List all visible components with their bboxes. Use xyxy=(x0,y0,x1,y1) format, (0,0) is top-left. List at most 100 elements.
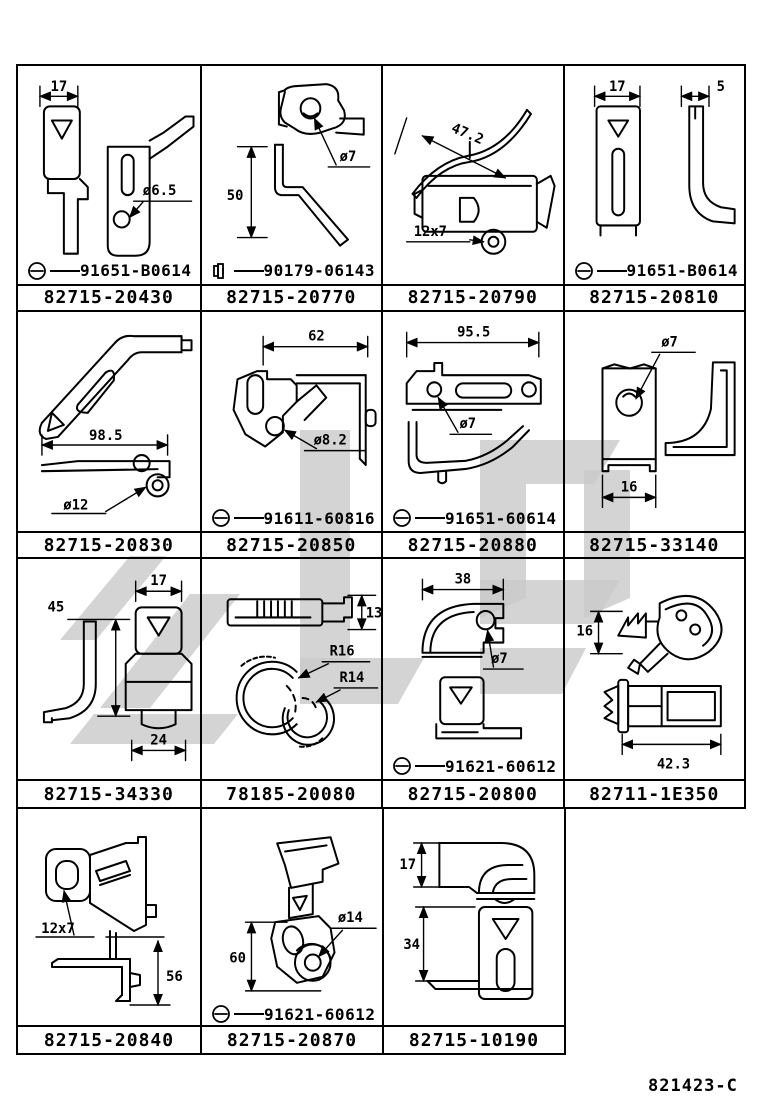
dimension-label: ø14 xyxy=(338,910,363,926)
part-number[interactable]: 82715-20430 xyxy=(43,287,174,309)
catalog-cell[interactable]: 13 R16 R14 xyxy=(199,559,381,779)
dimension-label: ø12 xyxy=(63,497,88,513)
catalog-cell[interactable]: 17 5 91651-B0614 xyxy=(562,66,745,284)
dimension-label: 45 xyxy=(47,600,64,616)
leader-line xyxy=(415,765,445,767)
dimension-label: R16 xyxy=(329,644,354,660)
catalog-grid-bottom: 12x7 56 xyxy=(16,809,566,1055)
catalog-cell[interactable]: 62 ø8.2 91611-60816 xyxy=(199,311,382,532)
bolt-head-icon xyxy=(28,261,46,280)
bolt-head-icon xyxy=(393,509,411,528)
catalog-cell[interactable]: 12x7 56 xyxy=(18,809,200,1027)
dimension-label: ø7 xyxy=(491,651,508,667)
part-drawing: 50 ø7 xyxy=(226,83,370,247)
catalog-cell[interactable]: 17 34 xyxy=(382,809,564,1027)
page-code: 821423-C xyxy=(648,1076,738,1096)
bolt-head-icon xyxy=(393,757,411,775)
fastener-callout: 90179-06143 xyxy=(202,258,382,284)
catalog-cell[interactable]: 47.2 12x7 xyxy=(381,66,563,284)
fastener-callout: 91651-B0614 xyxy=(18,258,200,284)
part-number[interactable]: 82715-33140 xyxy=(562,533,745,558)
fastener-number: 91611-60816 xyxy=(263,508,375,528)
dimension-label: ø7 xyxy=(339,149,356,165)
part-number[interactable]: 82715-10190 xyxy=(382,1027,564,1053)
leader-line xyxy=(596,269,627,272)
catalog-cell[interactable]: 50 ø7 90179-06143 xyxy=(199,66,382,284)
dimension-label: 34 xyxy=(403,937,420,953)
catalog-cell[interactable]: 45 17 24 xyxy=(18,559,200,779)
part-drawing: 13 R16 R14 xyxy=(226,594,381,749)
catalog-cell[interactable]: 17 ø6.5 91651-B0614 xyxy=(18,66,200,284)
dimension-label: 98.5 xyxy=(89,428,123,444)
part-number-row: 82715-20430 82715-20770 82715-20790 8271… xyxy=(18,283,745,312)
fastener-callout: 91651-60614 xyxy=(383,505,563,531)
part-drawing: 62 ø8.2 xyxy=(232,328,377,466)
watermark-logo xyxy=(60,430,630,744)
dimension-label: 24 xyxy=(150,733,167,749)
part-number[interactable]: 82715-20880 xyxy=(381,533,563,558)
part-drawing: 95.5 ø7 xyxy=(405,324,542,484)
leader-line xyxy=(50,269,80,272)
dimension-label: 16 xyxy=(620,479,637,495)
part-drawing: 47.2 12x7 xyxy=(394,108,556,255)
catalog-cell[interactable]: 38 ø7 91621-60612 xyxy=(381,559,563,779)
part-number[interactable]: 82715-20850 xyxy=(199,533,382,558)
bolt-head-icon xyxy=(211,509,230,528)
part-number-row: 82715-20830 82715-20850 82715-20880 8271… xyxy=(18,531,745,560)
dimension-label: 60 xyxy=(229,950,246,966)
dimension-label: 47.2 xyxy=(449,120,486,148)
drawing-row-4: 12x7 56 xyxy=(18,809,564,1027)
part-drawing: 17 ø6.5 xyxy=(38,79,195,257)
dimension-label: 17 xyxy=(50,79,67,95)
dimension-label: 17 xyxy=(608,79,625,95)
part-number[interactable]: 82715-20770 xyxy=(199,285,382,310)
part-number[interactable]: 82711-1E350 xyxy=(562,781,745,807)
part-number[interactable]: 82715-20810 xyxy=(562,285,745,310)
catalog-cell[interactable]: 16 42.3 xyxy=(562,559,745,779)
fastener-callout: 91621-60612 xyxy=(383,753,563,779)
part-drawing: 17 5 xyxy=(592,79,736,237)
dimension-label: 50 xyxy=(226,188,243,204)
part-drawing: ø7 16 xyxy=(600,334,736,508)
dimension-label: R14 xyxy=(339,670,364,686)
part-drawing: 17 34 xyxy=(399,841,536,1000)
dimension-label: 13 xyxy=(365,606,381,622)
leader-line xyxy=(233,269,264,272)
dimension-label: 5 xyxy=(716,79,724,95)
part-number[interactable]: 82715-20800 xyxy=(381,781,563,807)
catalog-cell[interactable]: 95.5 ø7 91651-60614 xyxy=(381,311,563,532)
fastener-number: 91621-60612 xyxy=(264,1004,376,1024)
part-number[interactable]: 82715-34330 xyxy=(43,783,174,805)
leader-line xyxy=(233,517,264,520)
dimension-label: 62 xyxy=(308,328,325,344)
dimension-label: ø7 xyxy=(460,416,477,432)
dimension-label: ø8.2 xyxy=(313,432,346,448)
fastener-callout: 91611-60816 xyxy=(202,505,382,531)
part-drawing: 16 42.3 xyxy=(576,595,722,773)
drawing-row-3: 45 17 24 xyxy=(18,559,744,779)
dimension-label: 17 xyxy=(150,573,167,589)
catalog-cell[interactable]: ø7 16 xyxy=(562,311,745,532)
screw-icon xyxy=(212,262,224,279)
catalog-cell[interactable]: 98.5 ø12 xyxy=(18,312,200,532)
part-number[interactable]: 82715-20790 xyxy=(381,285,563,310)
part-number[interactable]: 82715-20830 xyxy=(43,534,174,556)
fastener-callout: 91651-B0614 xyxy=(565,258,745,284)
catalog-cell[interactable]: 60 ø14 91621-60612 xyxy=(200,809,382,1027)
dimension-label: 16 xyxy=(576,624,593,640)
part-number[interactable]: 82715-20870 xyxy=(200,1027,382,1053)
dimension-label: ø6.5 xyxy=(143,183,177,199)
part-number-row: 82715-20840 82715-20870 82715-10190 xyxy=(18,1025,564,1053)
part-number[interactable]: 78185-20080 xyxy=(199,781,382,807)
catalog-grid-top: 17 ø6.5 91651-B0614 xyxy=(16,64,746,809)
leader-line xyxy=(234,1013,264,1015)
dimension-label: 12x7 xyxy=(41,921,75,937)
drawing-row-2: 98.5 ø12 62 xyxy=(18,311,745,532)
bolt-head-icon xyxy=(212,1005,230,1023)
fastener-number: 91651-B0614 xyxy=(80,261,192,281)
part-number[interactable]: 82715-20840 xyxy=(43,1029,175,1051)
leader-line xyxy=(415,517,445,520)
part-number-row: 82715-34330 78185-20080 82715-20800 8271… xyxy=(18,779,744,807)
fastener-number: 91651-60614 xyxy=(445,508,557,528)
fastener-number: 90179-06143 xyxy=(263,261,375,281)
